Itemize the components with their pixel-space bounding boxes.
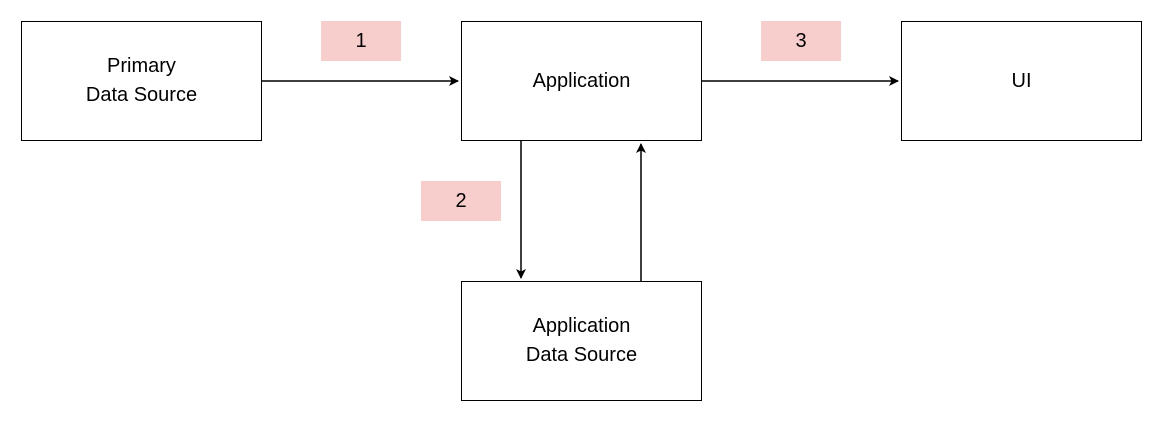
node-label: UI bbox=[1011, 69, 1032, 92]
step-label: 3 bbox=[795, 29, 807, 52]
step-badge-2: 2 bbox=[421, 181, 501, 221]
node-ui: UI bbox=[901, 21, 1142, 141]
node-primary-data-source: Primary Data Source bbox=[21, 21, 262, 141]
step-label: 1 bbox=[355, 29, 367, 52]
node-application-data-source: Application Data Source bbox=[461, 281, 702, 401]
node-label: Application bbox=[532, 69, 631, 92]
step-badge-3: 3 bbox=[761, 21, 841, 61]
node-label: Primary Data Source bbox=[85, 55, 198, 106]
node-application: Application bbox=[461, 21, 702, 141]
node-label: Application Data Source bbox=[525, 315, 638, 366]
step-badge-1: 1 bbox=[321, 21, 401, 61]
step-label: 2 bbox=[455, 189, 467, 212]
